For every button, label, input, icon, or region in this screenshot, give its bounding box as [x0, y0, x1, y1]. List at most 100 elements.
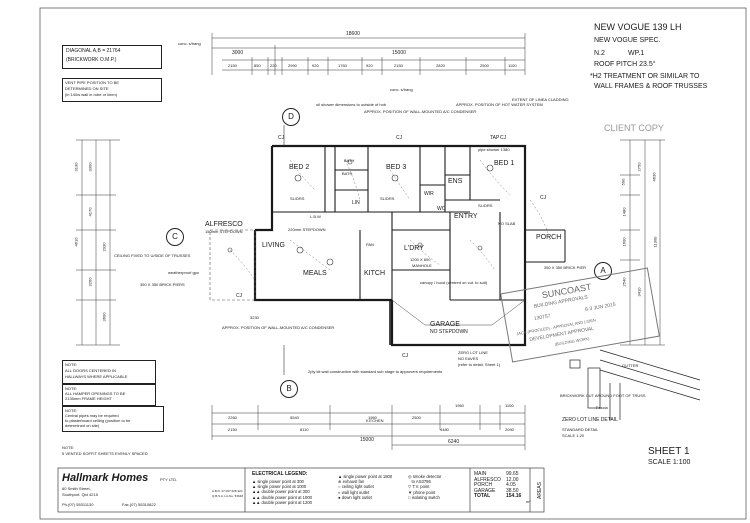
legend-column-3: ◎ smoke detector to AS3786 ▽ T.V. point … — [408, 474, 441, 500]
legend-item: ▲ single power point at 1800 — [338, 474, 393, 479]
room-wc: WC — [437, 206, 446, 212]
hamper-note-2: ALL HAMPER OPENINGS TO BE — [65, 391, 126, 396]
shower-dims-note: oil shower dimensions to outside of hob — [316, 102, 387, 107]
control-joint-top-mid: CJ — [396, 135, 403, 141]
dim-bottom-3: 1960 — [368, 415, 377, 420]
dim-overall-top: 18600 — [346, 31, 360, 37]
dim-right-8: 4630 — [651, 172, 657, 182]
h2-note-line1: *H2 TREATMENT OR SIMILAR TO — [590, 73, 700, 80]
room-bed2: BED 2 — [289, 164, 310, 171]
dim-top-10: 2500 — [480, 63, 489, 68]
hamper-note-box — [62, 384, 156, 406]
dim-right-7: 11300 — [652, 236, 658, 248]
manhole-label: MANHOLE — [412, 263, 432, 268]
legend-column-1: ▲ single power point at 300 ▲ single pow… — [252, 479, 312, 505]
aircon-condenser-top-note: APPROX. POSITION OF WALL-MOUNTED A/C CON… — [364, 109, 477, 114]
gutter-label: GUTTER — [622, 363, 639, 368]
stamp-date: 8-3 JUN 2015 — [584, 301, 617, 313]
shower-pipe-note: pipe shower 1380 — [478, 147, 510, 152]
load-bearing-wall-note: L.B.W — [310, 214, 321, 219]
stepdown-note: 220mm STEPDOWN — [288, 227, 326, 232]
plan-spec: NEW VOGUE SPEC. — [594, 37, 661, 44]
room-entry: ENTRY — [454, 213, 478, 220]
room-pantry: PAN — [366, 242, 374, 247]
plan-title: NEW VOGUE 139 LH — [594, 22, 682, 32]
detail-scale: SCALE 1:20 — [562, 433, 585, 438]
company-phone: Ph.(07) 55311130 — [62, 502, 94, 507]
hot-water-note: APPROX. POSITION OF HOT WATER SYSTEM — [456, 102, 543, 107]
doors-note-box — [62, 360, 156, 384]
room-bed1: BED 1 — [494, 160, 515, 167]
diagonal-note-box — [62, 45, 162, 69]
wind-rating: WP.1 — [628, 50, 645, 57]
area-value-main: 99.65 — [506, 471, 519, 477]
area-unit: m² — [526, 499, 531, 504]
section-marker-a: A — [594, 262, 612, 280]
legend-item: ○ ceiling light outlet — [338, 484, 374, 490]
legend-item: ▲▲ double power point at 300 — [252, 489, 310, 495]
pipes-note-box — [62, 406, 164, 432]
legend-item: ▲ single power point at 1000 — [252, 484, 307, 490]
legend-item: ◎ smoke detector — [408, 474, 442, 479]
legend-item: ▲▲ double power point at 1200 — [252, 499, 312, 505]
dim-top-11: 1100 — [508, 63, 517, 68]
dim-bottom-4: 2500 — [412, 415, 421, 420]
dim-bottom-2: 5540 — [290, 415, 299, 420]
area-value-alfresco: 12.00 — [506, 476, 519, 483]
vent-note-3: (in 140w wall in robe or linen) — [65, 92, 118, 97]
dim-bottom-total: 15000 — [360, 437, 374, 443]
dim-bottom-7: 2150 — [228, 427, 237, 432]
control-joint-bottom-mid: CJ — [402, 353, 409, 359]
control-joint-right: CJ — [540, 195, 547, 201]
areas-labels: MAIN ALFRESCO PORCH GARAGE TOTAL — [474, 471, 501, 500]
refer-detail-note: (refer to detail, Sheet 1) — [458, 362, 501, 367]
area-value-total: 154.16 — [506, 493, 522, 500]
areas-values: 99.65 12.00 4.05 38.50 154.16 — [506, 471, 522, 500]
brick-pier-right-note: 350 X 350 BRICK PIER — [544, 265, 587, 270]
soffit-note-1: NOTE: — [62, 445, 75, 450]
dim-top-6: 1760 — [338, 63, 347, 68]
dim-top-4: 2990 — [288, 63, 297, 68]
legend-item: to AS3786 — [411, 479, 431, 485]
dim-right-2: 1480 — [621, 207, 627, 217]
dim-right-5: 2750 — [636, 162, 642, 172]
n-rating: N.2 — [594, 50, 605, 57]
garage-wall-construction-note: 2ply kit wall construction with standard… — [308, 369, 443, 374]
room-kitchen: KITCH — [364, 270, 385, 277]
fascia-label: Fascia — [596, 405, 608, 410]
room-meals: MEALS — [303, 270, 327, 277]
legend-item: ▲▲ double power point at 1000 — [252, 494, 312, 500]
legend-item: ◐ wall light outlet — [338, 489, 370, 495]
vent-note-box — [62, 78, 162, 102]
sheet-scale: SCALE 1:100 — [648, 459, 691, 466]
room-laundry: L'DRY — [404, 245, 424, 252]
company-address-1: 60 Smith Street, — [62, 486, 91, 491]
section-marker-c: C — [166, 228, 184, 246]
brick-piers-note: 350 X 350 BRICK PIERS — [140, 282, 185, 287]
company-address-2: Southport. Qld 4215 — [62, 492, 98, 497]
roof-pitch: ROOF PITCH 23.5° — [594, 61, 656, 68]
robe-sliding-doors-bed3: SL/DRS — [380, 196, 395, 201]
dim-left-5: 3260 — [87, 277, 93, 287]
room-garage: GARAGE — [430, 321, 460, 328]
dim-3000: 3000 — [232, 50, 244, 56]
dim-top-7: 920 — [366, 63, 373, 68]
dim-top-8: 2150 — [394, 63, 403, 68]
room-bed3: BED 3 — [386, 164, 407, 171]
dim-bottom-6: 1100 — [505, 403, 514, 408]
company-name: Hallmark Homes — [62, 472, 149, 484]
robe-sliding-doors-bed2: SL/DRS — [290, 196, 305, 201]
sheet-number: SHEET 1 — [648, 446, 690, 457]
alfresco-stepdown-note: 150mm STEPDOWN — [205, 229, 243, 234]
legend-item: ⊗ exhaust fan — [338, 479, 365, 485]
dim-left-7: 3600 — [101, 312, 107, 322]
control-joint-bottom-left: CJ — [236, 293, 243, 299]
dim-bottom-10: 2090 — [505, 427, 514, 432]
garage-conc-note: conc. s/hang — [390, 87, 413, 92]
pipes-note-1: NOTE: — [65, 408, 78, 413]
legend-item: ▽ T.V. point — [408, 484, 430, 490]
room-ensuite: ENS — [448, 178, 463, 185]
room-linen: LIN — [352, 200, 360, 206]
dim-bottom-5: 1960 — [455, 403, 464, 408]
no-slab-note: NO SLAB — [498, 221, 516, 226]
